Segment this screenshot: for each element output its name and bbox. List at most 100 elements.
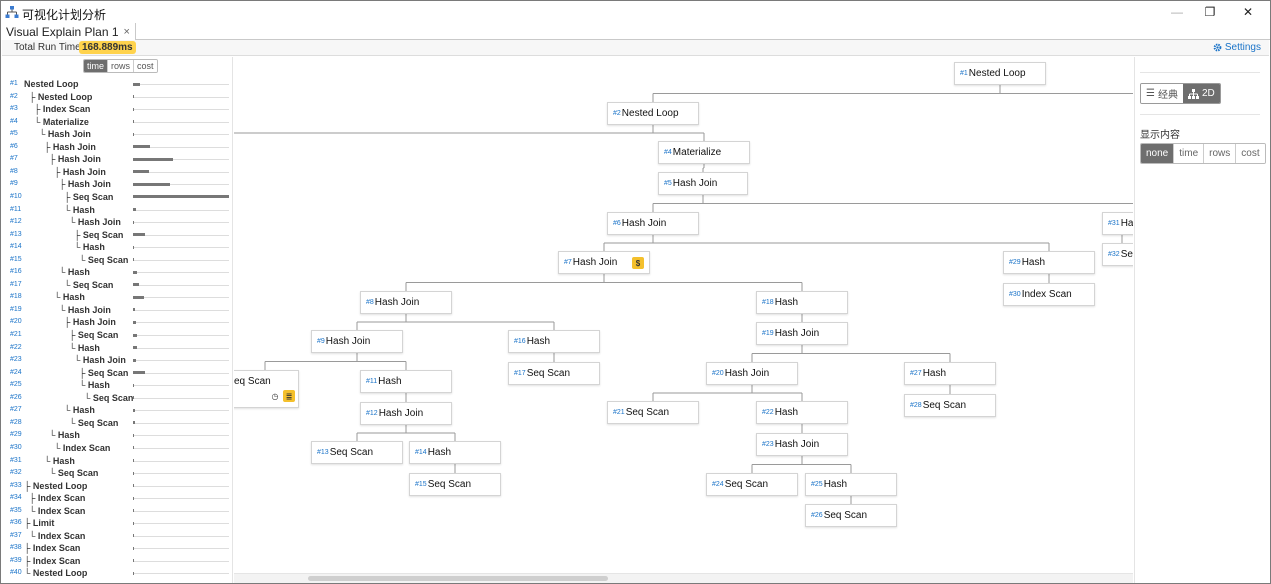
- operator-row[interactable]: #19└ Hash Join: [2, 304, 232, 317]
- node-id: #12: [366, 410, 378, 417]
- operator-row[interactable]: #6├ Hash Join: [2, 141, 232, 154]
- node-id: #17: [514, 370, 526, 377]
- operator-row[interactable]: #11└ Hash: [2, 204, 232, 217]
- operator-row[interactable]: #14└ Hash: [2, 241, 232, 254]
- operator-row[interactable]: #34├ Index Scan: [2, 492, 232, 505]
- scrollbar-thumb[interactable]: [308, 576, 608, 581]
- operator-row[interactable]: #23└ Hash Join: [2, 354, 232, 367]
- operator-row[interactable]: #10├ Seq Scan: [2, 191, 232, 204]
- operator-row[interactable]: #37└ Index Scan: [2, 530, 232, 543]
- operator-row[interactable]: #2├ Nested Loop: [2, 91, 232, 104]
- close-tab-icon[interactable]: ×: [123, 25, 130, 38]
- operator-row[interactable]: #27└ Hash: [2, 404, 232, 417]
- settings-button[interactable]: Settings: [1213, 42, 1261, 53]
- operator-number: #12: [10, 218, 22, 226]
- view-2d-button[interactable]: 2D: [1182, 84, 1220, 103]
- operator-row[interactable]: #30└ Index Scan: [2, 442, 232, 455]
- operator-row[interactable]: #12└ Hash Join: [2, 216, 232, 229]
- metric-bar: [133, 320, 136, 324]
- horizontal-scrollbar[interactable]: [234, 573, 1133, 583]
- operator-row[interactable]: #26└ Seq Scan: [2, 392, 232, 405]
- operator-row[interactable]: #35└ Index Scan: [2, 505, 232, 518]
- operator-row[interactable]: #31└ Hash: [2, 455, 232, 468]
- operator-row[interactable]: #3├ Index Scan: [2, 103, 232, 116]
- operator-row[interactable]: #20├ Hash Join: [2, 316, 232, 329]
- operator-row[interactable]: #25└ Hash: [2, 379, 232, 392]
- operator-row[interactable]: #38├ Index Scan: [2, 542, 232, 555]
- maximize-button[interactable]: ❐: [1204, 5, 1216, 19]
- metric-track: [133, 234, 229, 236]
- operator-row[interactable]: #24├ Seq Scan: [2, 367, 232, 380]
- mode-time-button[interactable]: time: [84, 60, 109, 72]
- minimize-button[interactable]: —: [1171, 5, 1183, 19]
- operator-row[interactable]: #8├ Hash Join: [2, 166, 232, 179]
- operator-number: #27: [10, 406, 22, 414]
- operator-row[interactable]: #29└ Hash: [2, 429, 232, 442]
- show-none-button[interactable]: none: [1141, 144, 1175, 163]
- close-window-button[interactable]: ✕: [1242, 5, 1254, 19]
- operator-row[interactable]: #16└ Hash: [2, 266, 232, 279]
- operator-row[interactable]: #22└ Hash: [2, 342, 232, 355]
- mode-rows-button[interactable]: rows: [108, 60, 135, 72]
- operator-row[interactable]: #13├ Seq Scan: [2, 229, 232, 242]
- operator-row[interactable]: #5└ Hash Join: [2, 128, 232, 141]
- operator-row[interactable]: #21├ Seq Scan: [2, 329, 232, 342]
- tab-visual-explain-plan[interactable]: Visual Explain Plan 1 ×: [1, 23, 136, 40]
- operator-row[interactable]: #39├ Index Scan: [2, 555, 232, 568]
- show-rows-button[interactable]: rows: [1204, 144, 1237, 163]
- metric-bar: [133, 195, 229, 199]
- show-time-button[interactable]: time: [1174, 144, 1205, 163]
- node-id: #8: [366, 299, 374, 306]
- view-classic-button[interactable]: ☰ 经典: [1141, 84, 1183, 103]
- operator-row[interactable]: #36├ Limit: [2, 517, 232, 530]
- node-id: #1: [960, 70, 968, 77]
- show-cost-button[interactable]: cost: [1236, 144, 1265, 163]
- operator-row[interactable]: #4└ Materialize: [2, 116, 232, 129]
- operator-row[interactable]: #17└ Seq Scan: [2, 279, 232, 292]
- operator-row[interactable]: #15└ Seq Scan: [2, 254, 232, 267]
- operator-row[interactable]: #32└ Seq Scan: [2, 467, 232, 480]
- plan-node[interactable]: eq Scan◷≣: [234, 370, 299, 408]
- operator-row[interactable]: #33├ Nested Loop: [2, 480, 232, 493]
- mode-cost-button[interactable]: cost: [134, 60, 157, 72]
- operator-row[interactable]: #40└ Nested Loop: [2, 567, 232, 580]
- operator-number: #30: [10, 443, 22, 451]
- operator-row[interactable]: #18└ Hash: [2, 291, 232, 304]
- operator-row[interactable]: #9├ Hash Join: [2, 178, 232, 191]
- operator-row[interactable]: #7├ Hash Join: [2, 153, 232, 166]
- operator-row[interactable]: #28└ Seq Scan: [2, 417, 232, 430]
- operator-number: #32: [10, 469, 22, 477]
